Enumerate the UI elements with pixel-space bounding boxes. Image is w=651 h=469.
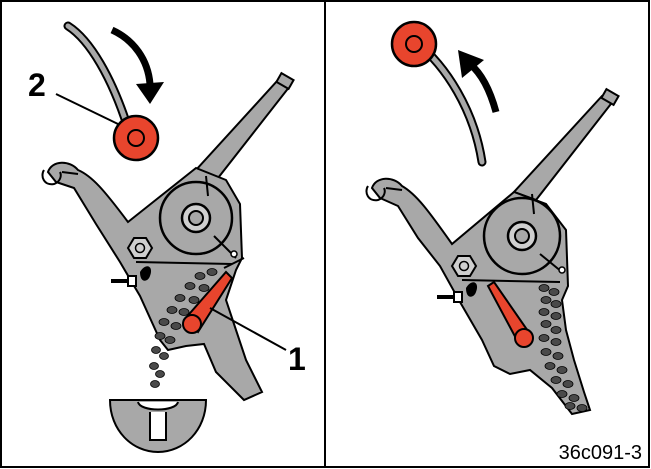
- lever-knob-red: [390, 20, 438, 68]
- curved-arrow-clockwise-icon: [110, 26, 164, 104]
- adjusting-knob: [437, 291, 463, 303]
- callout-1-leader: [209, 307, 287, 351]
- callout-2-leader: [55, 93, 119, 125]
- callout-1-label: 1: [288, 341, 306, 377]
- right-panel: [365, 20, 620, 416]
- left-panel: 2 1: [28, 21, 306, 454]
- hex-bolt: [450, 255, 478, 277]
- lever-knob-red: [112, 114, 160, 162]
- hinge-hook: [365, 185, 386, 202]
- adjusting-knob: [111, 275, 137, 287]
- figure-code: 36c091-3: [559, 442, 642, 464]
- grain-stream: [538, 284, 588, 412]
- grain-stream: [149, 268, 218, 388]
- callout-2-label: 2: [28, 67, 46, 103]
- hex-bolt: [126, 237, 154, 259]
- curved-arrow-counterclockwise-icon: [458, 50, 500, 113]
- hinge-hook: [41, 169, 62, 186]
